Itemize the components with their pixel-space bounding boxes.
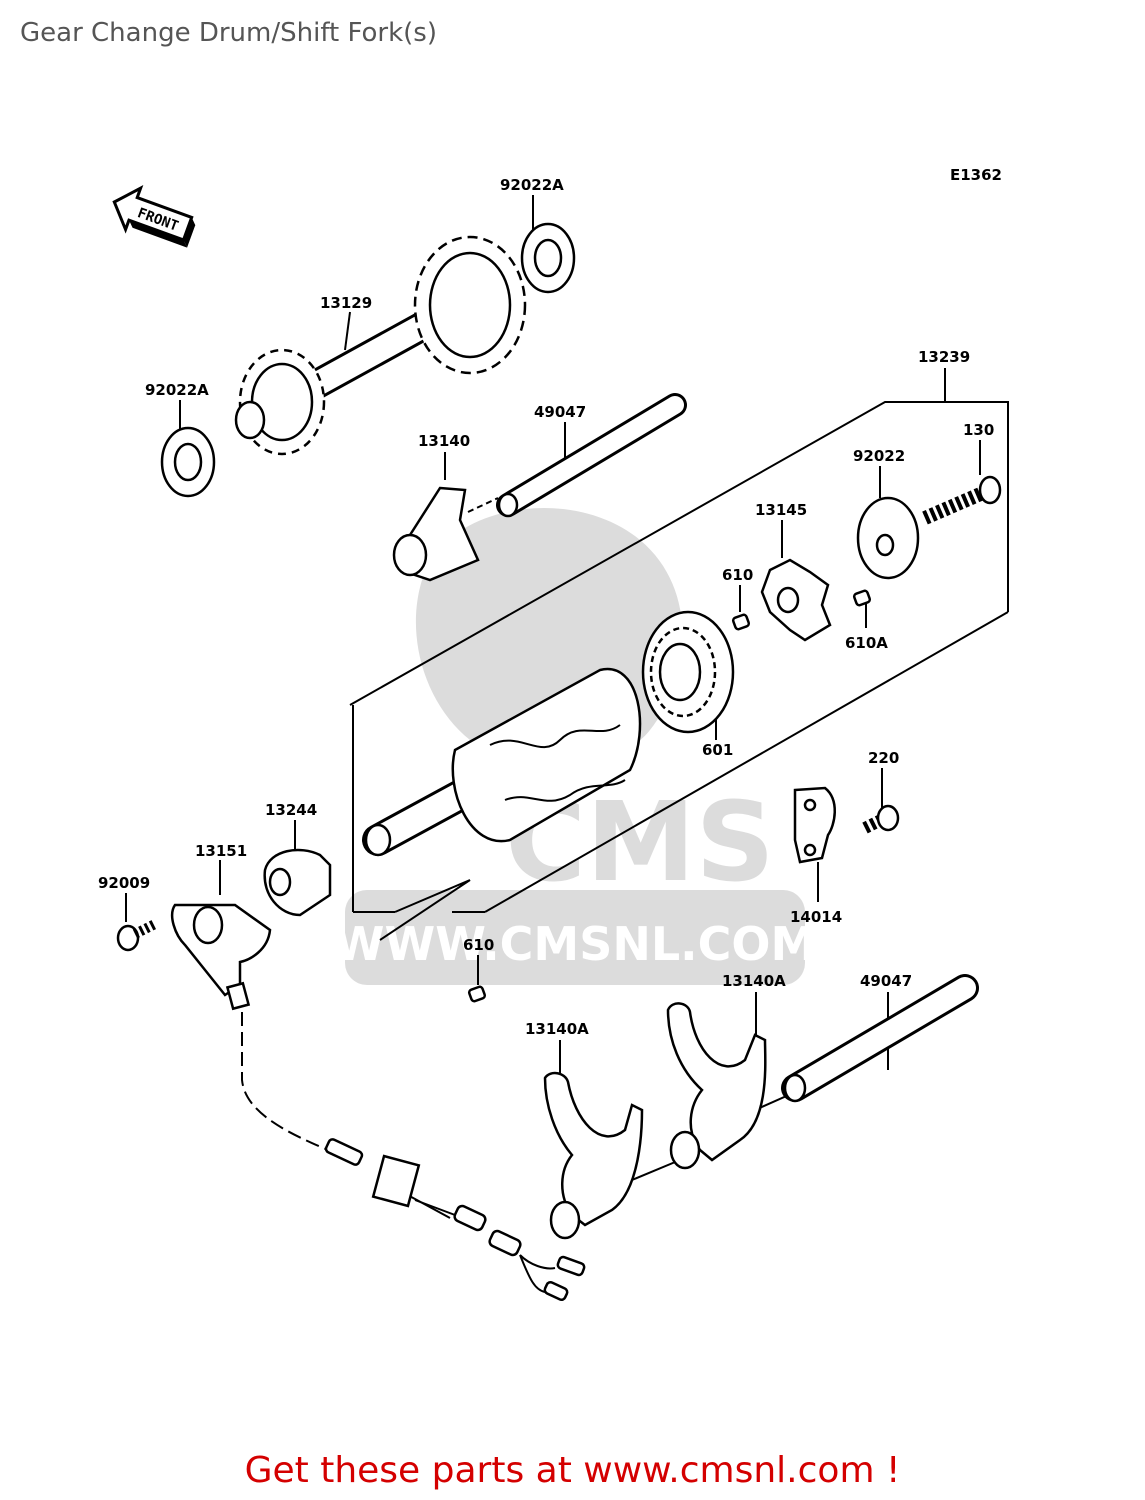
label-49047-bottom: 49047 [860,972,912,990]
label-13140A-right: 13140A [722,972,786,990]
shift-fork-13140A-right [666,1002,767,1170]
label-610A: 610A [845,634,888,652]
pin-610A [852,589,872,607]
label-92022A-left: 92022A [145,381,209,399]
label-14014: 14014 [790,908,842,926]
parts-diagram: CMS WWW.CMSNL.COM E1362 FRONT [98,166,1009,1302]
label-92009: 92009 [98,874,150,892]
label-13145: 13145 [755,501,807,519]
washer-92022 [856,496,920,580]
sensor-13151 [170,903,272,1011]
label-13151: 13151 [195,842,247,860]
assembly-box-upper [349,401,1009,706]
bolt-220 [862,804,900,834]
diagram-code: E1362 [950,166,1002,184]
bearing-601 [641,610,735,734]
label-13244: 13244 [265,801,317,819]
gear-change-drum [362,667,642,857]
label-220: 220 [868,749,899,767]
wiring-harness [324,1138,586,1302]
screw-92009 [116,919,158,952]
watermark-url: WWW.CMSNL.COM [334,917,817,971]
label-13129: 13129 [320,294,372,312]
shift-fork-13140 [392,486,480,582]
front-arrow-icon: FRONT [112,185,196,248]
part-labels: 92022A 13129 92022A 13239 49047 13140 13… [98,176,994,1038]
label-610-bottom: 610 [463,936,494,954]
bolt-130 [922,475,1002,525]
cam-13145 [760,558,832,642]
washer-92022A-left [160,426,216,498]
label-92022: 92022 [853,447,905,465]
pin-610-bottom [467,985,487,1003]
label-13140A-left: 13140A [525,1020,589,1038]
leader-lines [125,195,981,1219]
label-49047-top: 49047 [534,403,586,421]
label-92022A-top: 92022A [500,176,564,194]
label-130: 130 [963,421,994,439]
shift-rod-49047-bottom [781,974,979,1103]
washer-92022A-top [520,222,576,294]
shift-rod-49047-top [496,393,687,518]
page-title: Gear Change Drum/Shift Fork(s) [20,18,437,48]
shift-fork-13140A-left [543,1071,644,1240]
label-13239: 13239 [918,348,970,366]
gear-shaft-13129 [234,235,527,456]
plate-14014 [793,786,836,864]
watermark-banner [345,890,805,985]
part-13244 [263,848,332,917]
label-601: 601 [702,741,733,759]
label-610-top: 610 [722,566,753,584]
assembly-box-right [484,611,1009,913]
footer-promo-text: Get these parts at www.cmsnl.com ! [244,1450,901,1491]
label-13140: 13140 [418,432,470,450]
pin-610-top [731,613,751,631]
assembly-box-pin-bracket [379,879,471,941]
